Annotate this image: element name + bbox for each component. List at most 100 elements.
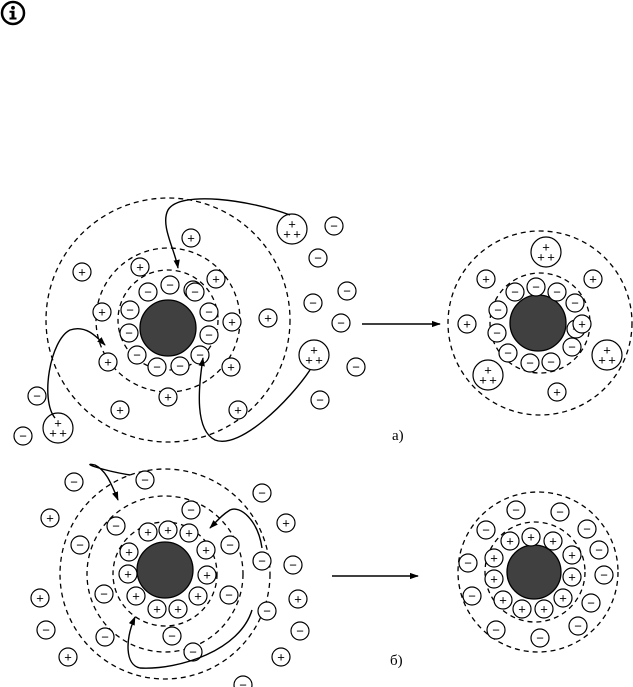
svg-text:−: −: [112, 519, 120, 534]
svg-text:−: −: [168, 629, 176, 644]
svg-text:+: +: [277, 650, 285, 665]
svg-text:−: −: [133, 348, 141, 363]
anion-ion: −: [219, 585, 239, 605]
cation-ion: +: [543, 531, 563, 551]
cation-ion: +: [288, 589, 308, 609]
adsorption-layer: [484, 521, 586, 623]
cation-ion: +: [158, 520, 178, 540]
svg-text:+: +: [203, 568, 211, 583]
cation-ion: +: [98, 352, 118, 372]
svg-text:+: +: [164, 523, 172, 538]
cation-ion: +: [197, 565, 217, 585]
anion-ion: −: [526, 277, 546, 297]
svg-text:−: −: [309, 296, 317, 311]
panel-b-right-particle: +++++++++++−−−−−−−−−−−−: [457, 491, 619, 653]
cation-ion: +: [512, 599, 532, 619]
cation-ion: +: [206, 269, 226, 289]
svg-text:+: +: [228, 315, 236, 330]
cation-ion: +: [228, 400, 248, 420]
svg-text:−: −: [314, 251, 322, 266]
ion-group: −−−−−−−−−−−++++++++++++++: [457, 236, 623, 402]
svg-text:+: +: [116, 403, 124, 418]
svg-text:−: −: [263, 604, 271, 619]
info-icon[interactable]: [0, 0, 26, 26]
svg-text:+: +: [132, 589, 140, 604]
cation-ion: +: [119, 542, 139, 562]
svg-text:−: −: [196, 348, 204, 363]
anion-ion: −: [324, 216, 344, 236]
svg-text:+: +: [144, 525, 152, 540]
anion-ion: −: [94, 584, 114, 604]
svg-text:+: +: [264, 311, 272, 326]
svg-text:−: −: [595, 543, 603, 558]
cation-ion: +: [179, 523, 199, 543]
svg-text:+: +: [283, 227, 291, 242]
anion-ion: −: [290, 621, 310, 641]
cation-ion: +: [500, 531, 520, 551]
cation-ion: +: [72, 262, 92, 282]
trivalent-cation-ion: +++: [591, 339, 623, 371]
svg-text:−: −: [125, 326, 133, 341]
svg-text:+: +: [578, 317, 586, 332]
anion-ion: −: [147, 357, 167, 377]
anion-ion: −: [337, 281, 357, 301]
anion-ion: −: [64, 472, 84, 492]
svg-text:−: −: [100, 587, 108, 602]
svg-text:+: +: [598, 353, 606, 368]
cation-ion: +: [147, 599, 167, 619]
ion-path-arrow: [47, 328, 106, 419]
anion-ion: −: [487, 323, 507, 343]
svg-text:−: −: [187, 503, 195, 518]
svg-text:+: +: [293, 227, 301, 242]
svg-text:+: +: [288, 217, 296, 232]
svg-text:+: +: [553, 385, 561, 400]
svg-text:−: −: [600, 568, 608, 583]
svg-text:−: −: [176, 359, 184, 374]
cation-ion: +: [457, 314, 477, 334]
adsorption-layer: [117, 269, 219, 371]
svg-text:+: +: [194, 589, 202, 604]
svg-text:−: −: [553, 285, 561, 300]
svg-text:+: +: [482, 272, 490, 287]
ion-group: +++++++++++−−−−−−−−−−−−−−−−−−++++++: [30, 470, 310, 687]
svg-text:+: +: [489, 373, 497, 388]
cation-ion: +: [110, 400, 130, 420]
svg-text:−: −: [205, 328, 213, 343]
svg-text:−: −: [289, 558, 297, 573]
anion-ion: −: [36, 620, 56, 640]
svg-text:−: −: [547, 355, 555, 370]
svg-text:−: −: [191, 285, 199, 300]
svg-text:−: −: [144, 285, 152, 300]
svg-text:+: +: [124, 567, 132, 582]
anion-ion: −: [127, 345, 147, 365]
anion-ion: −: [565, 293, 585, 313]
svg-text:+: +: [559, 591, 567, 606]
cation-ion: +: [562, 567, 582, 587]
svg-text:+: +: [104, 355, 112, 370]
anion-ion: −: [346, 357, 366, 377]
anion-ion: −: [550, 502, 570, 522]
svg-text:+: +: [499, 593, 507, 608]
svg-text:−: −: [19, 429, 27, 444]
svg-text:+: +: [64, 650, 72, 665]
anion-ion: −: [506, 500, 526, 520]
svg-text:−: −: [226, 538, 234, 553]
cation-ion: +: [276, 513, 296, 533]
anion-ion: −: [308, 248, 328, 268]
cation-ion: +: [521, 527, 541, 547]
trivalent-cation-ion: +++: [276, 213, 308, 245]
anion-ion: −: [488, 300, 508, 320]
anion-ion: −: [135, 470, 155, 490]
ion-path-arrow: [209, 508, 263, 549]
cation-ion: +: [40, 508, 60, 528]
anion-ion: −: [594, 565, 614, 585]
svg-text:+: +: [125, 545, 133, 560]
svg-text:−: −: [189, 645, 197, 660]
svg-text:−: −: [101, 630, 109, 645]
particle-core: [139, 299, 197, 357]
particle-core: [136, 541, 194, 599]
svg-text:+: +: [547, 250, 555, 265]
svg-text:−: −: [568, 340, 576, 355]
trivalent-cation-ion: +++: [42, 412, 74, 444]
svg-text:+: +: [59, 426, 67, 441]
